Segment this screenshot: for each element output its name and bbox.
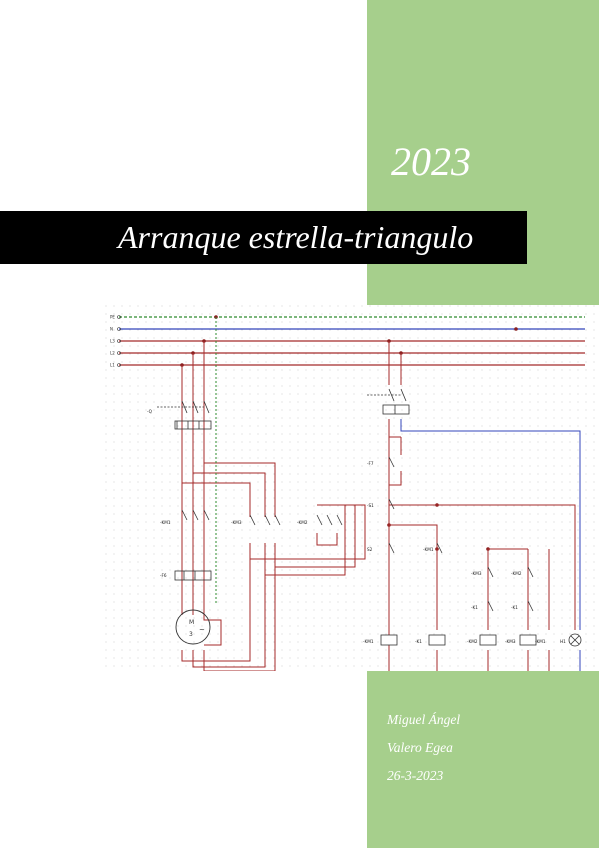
bus-label: L2 (110, 351, 115, 356)
motor-label: M (189, 619, 194, 626)
control-label: -K1 (415, 639, 422, 644)
cover-date: 26-3-2023 (387, 768, 444, 783)
cover-title: Arranque estrella-triangulo (118, 219, 474, 255)
control-circuit (388, 341, 576, 671)
control-label: -KM2 (467, 639, 478, 644)
power-label: -KM2 (297, 520, 308, 525)
neutral-return (400, 419, 581, 671)
author-first-name: Miguel Ángel (387, 712, 461, 727)
breaker-q (157, 400, 212, 430)
svg-text:~: ~ (199, 626, 205, 634)
bus-label: L1 (110, 363, 115, 368)
thermal-relay-f6 (174, 570, 212, 581)
control-label: -KM3 (471, 571, 482, 576)
motor-symbol: M 3 ~ (175, 609, 211, 645)
cover-year: 2023 (391, 139, 471, 184)
bus-bars (119, 316, 585, 366)
power-label: -Q (147, 409, 153, 414)
control-labels: -F7 -S1 S2 -KM1 -KM3 -KM2 -K1 -K1 -KM1 -… (363, 461, 566, 644)
svg-text:3: 3 (189, 631, 193, 638)
circuit-diagram-svg: PE N L3 L2 L1 (105, 305, 599, 672)
control-breaker (367, 388, 410, 415)
coils (380, 633, 582, 647)
contactor-symbols (181, 509, 343, 526)
control-label: -KM1 (423, 547, 434, 552)
power-label: -F6 (160, 573, 167, 578)
control-label: H1 (560, 639, 566, 644)
bus-label: PE (110, 315, 115, 320)
control-label: -KM1 (363, 639, 374, 644)
power-label: -KM3 (231, 520, 242, 525)
control-label: -K1 (511, 605, 518, 610)
control-label: -KM3 (505, 639, 516, 644)
power-circuit (181, 341, 366, 672)
control-contacts (388, 456, 534, 612)
bus-label: N (110, 327, 113, 332)
control-label: -S1 (367, 503, 374, 508)
control-label: -F7 (367, 461, 374, 466)
control-label: -KM2 (511, 571, 522, 576)
control-label: -K1 (471, 605, 478, 610)
author-last-name: Valero Egea (387, 740, 453, 755)
power-label: -KM1 (160, 520, 171, 525)
title-bar (0, 211, 527, 264)
bus-terminals: PE N L3 L2 L1 (110, 315, 121, 368)
circuit-diagram: PE N L3 L2 L1 (105, 305, 599, 672)
control-label: -KM1 (535, 639, 546, 644)
bus-label: L3 (110, 339, 115, 344)
control-label: S2 (367, 547, 373, 552)
junction-dots (180, 315, 518, 551)
power-labels: -Q -KM1 -KM3 -KM2 -F6 (147, 409, 308, 578)
